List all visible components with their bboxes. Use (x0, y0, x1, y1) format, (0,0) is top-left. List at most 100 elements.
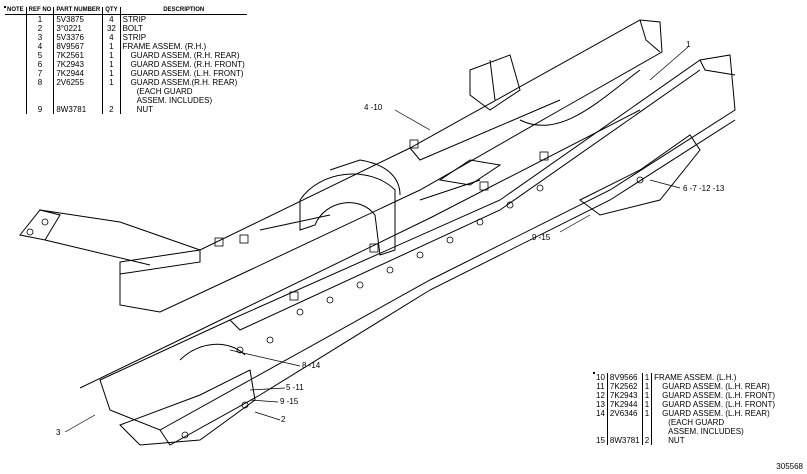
qty-cell: 1 (641, 373, 652, 382)
qty-cell: 1 (102, 42, 121, 51)
qty-cell (102, 87, 121, 96)
ref-cell: 15 (596, 436, 605, 445)
description-cell: (EACH GUARD (119, 87, 247, 96)
ref-cell: 4 (25, 42, 54, 51)
part-number-cell: 3°0221 (53, 24, 103, 33)
callout-2: 2 (281, 415, 286, 424)
ref-cell: 12 (596, 391, 605, 400)
ref-cell: 6 (25, 60, 54, 69)
qty-cell: 1 (102, 60, 121, 69)
part-number-cell: 7K2944 (53, 69, 103, 78)
callout-6-7-12-13: 6 -7 -12 -13 (683, 184, 725, 193)
ref-cell: 3 (25, 33, 54, 42)
table-row: (EACH GUARD (5, 87, 247, 96)
part-number-cell (53, 87, 103, 96)
header-part-number: PART NUMBER (53, 7, 103, 15)
qty-cell: 1 (102, 51, 121, 60)
ref-cell: 5 (25, 51, 54, 60)
header-ref-no: REF NO (25, 7, 54, 15)
part-number-cell: 8W3781 (53, 105, 103, 114)
part-number-cell: 7K2562 (606, 382, 643, 391)
header-note: NOTE (5, 7, 27, 15)
qty-cell (641, 427, 652, 436)
ref-cell (594, 418, 607, 427)
description-cell: GUARD ASSEM. (R.H. FRONT) (119, 60, 247, 69)
callout-8-14: 8 -14 (302, 361, 321, 370)
part-number-cell: 2V6346 (606, 409, 643, 418)
qty-cell: 2 (641, 436, 652, 445)
part-number-cell (606, 418, 643, 427)
header-qty: QTY (102, 7, 121, 15)
callout-1: 1 (686, 40, 691, 49)
description-cell: GUARD ASSEM. (L.H. REAR) (651, 409, 778, 418)
qty-cell: 32 (102, 24, 121, 33)
ref-cell (25, 96, 54, 105)
part-number-cell: 7K2943 (53, 60, 103, 69)
description-cell: ASSEM. INCLUDES) (119, 96, 247, 105)
ref-cell: 9 (25, 105, 54, 114)
qty-cell: 4 (102, 14, 121, 24)
part-number-cell: 8V9566 (606, 373, 643, 382)
part-number-cell: 5V3875 (53, 14, 103, 24)
callout-4-10: 4 -10 (364, 103, 383, 112)
callout-9-15-right: 9 -15 (532, 233, 551, 242)
description-cell: FRAME ASSEM. (R.H.) (119, 42, 247, 51)
part-number-cell (606, 427, 643, 436)
note-cell (5, 51, 26, 60)
ref-cell: 13 (596, 400, 605, 409)
note-cell (5, 69, 26, 78)
qty-cell: 1 (102, 69, 121, 78)
description-cell: STRIP (119, 14, 247, 24)
ref-cell: 10 (596, 373, 605, 382)
qty-cell: 1 (641, 400, 652, 409)
description-cell: GUARD ASSEM. (R.H. REAR) (119, 51, 247, 60)
note-cell (5, 60, 26, 69)
note-cell (5, 42, 26, 51)
ref-cell: 7 (25, 69, 54, 78)
parts-list-table-rh: NOTE REF NO PART NUMBER QTY DESCRIPTION … (4, 6, 247, 114)
table-row: (EACH GUARD (594, 418, 778, 427)
qty-cell: 1 (102, 78, 121, 87)
note-cell (5, 24, 26, 33)
qty-cell (102, 96, 121, 105)
part-number-cell: 8V9567 (53, 42, 103, 51)
qty-cell (641, 418, 652, 427)
part-number-cell (53, 96, 103, 105)
part-number-cell: 8W3781 (606, 436, 643, 445)
note-cell (5, 33, 26, 42)
part-number-cell: 2V6255 (53, 78, 103, 87)
description-cell: (EACH GUARD (651, 418, 778, 427)
description-cell: FRAME ASSEM. (L.H.) (651, 373, 778, 382)
note-cell (5, 96, 26, 105)
ref-cell (594, 427, 607, 436)
part-number-cell: 7K2943 (606, 391, 643, 400)
ref-cell: 8 (25, 78, 54, 87)
description-cell: NUT (651, 436, 778, 445)
qty-cell: 1 (641, 382, 652, 391)
description-cell: GUARD ASSEM.(R.H. REAR) (119, 78, 247, 87)
qty-cell: 4 (102, 33, 121, 42)
ref-cell: 14 (596, 409, 605, 418)
header-description: DESCRIPTION (119, 7, 247, 15)
part-number-cell: 5V3376 (53, 33, 103, 42)
callout-3: 3 (56, 428, 61, 437)
note-cell (5, 105, 26, 114)
description-cell: BOLT (119, 24, 247, 33)
